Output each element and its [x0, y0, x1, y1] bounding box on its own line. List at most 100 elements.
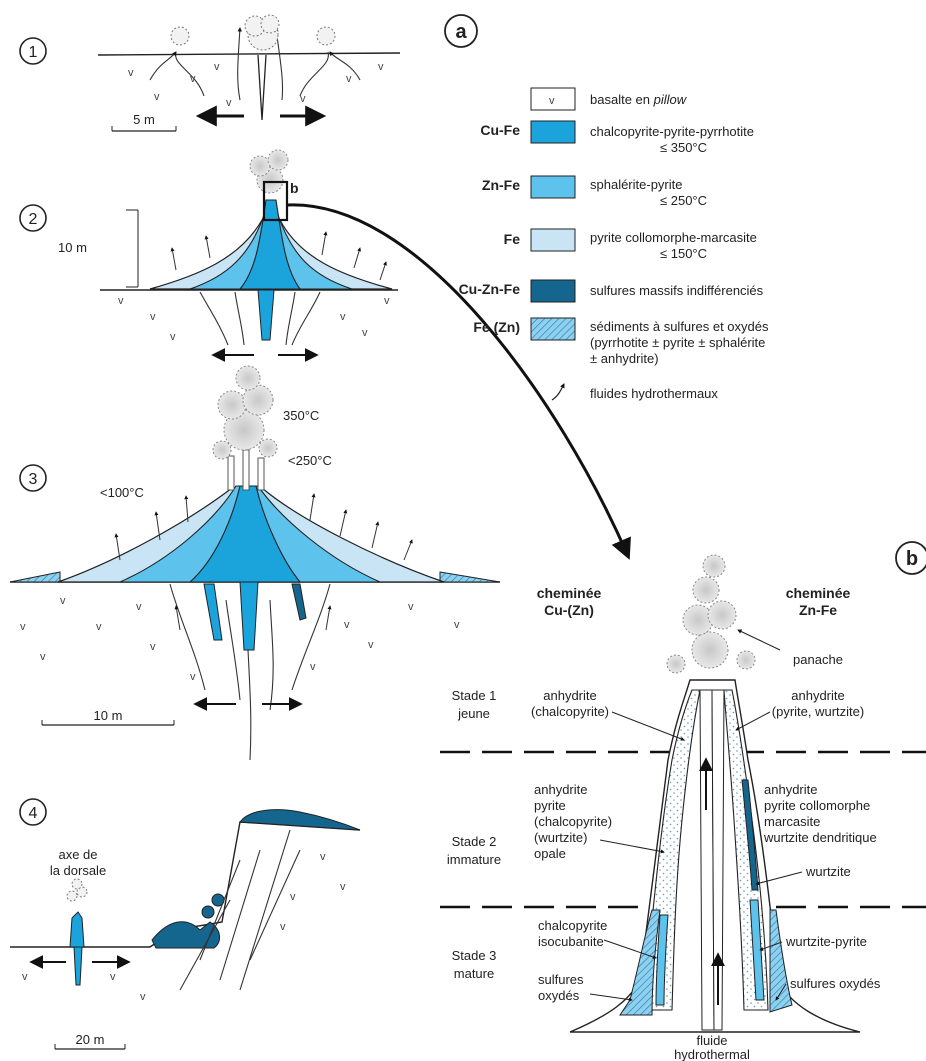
stage-2-inset-label: b [290, 180, 299, 196]
stage-4-scale: 20 m [76, 1032, 105, 1047]
legend-code-fe: Fe [504, 231, 521, 247]
left-s2-3: (chalcopyrite) [534, 814, 612, 829]
right-s3-2: sulfures oxydés [790, 976, 881, 991]
svg-text:v: v [150, 641, 156, 653]
legend-code-cu-fe: Cu-Fe [480, 122, 520, 138]
right-s2-1: anhydrite [764, 782, 817, 797]
legend-cu-fe-temp: ≤ 350°C [660, 140, 707, 155]
svg-text:v: v [226, 97, 232, 109]
stage-2-scale: 10 m [58, 240, 87, 255]
legend-zn-fe-label: sphalérite-pyrite [590, 177, 683, 192]
right-s2-2: pyrite collomorphe [764, 798, 870, 813]
stage-3-label-1: Stade 3 [452, 948, 497, 963]
left-s3-3: sulfures [538, 972, 584, 987]
stage-3-temp-250: <250°C [288, 453, 332, 468]
col-left-title-2: Cu-(Zn) [544, 602, 594, 618]
legend-code-fe-zn: Fe (Zn) [473, 319, 520, 335]
left-s3-1: chalcopyrite [538, 918, 607, 933]
stage-3-temp-100: <100°C [100, 485, 144, 500]
svg-text:v: v [408, 601, 414, 613]
stage-2-label-2: immature [447, 852, 501, 867]
svg-text:v: v [384, 295, 390, 307]
legend-fe-zn-line2: (pyrrhotite ± pyrite ± sphalérite [590, 335, 765, 350]
plume-label: panache [793, 652, 843, 667]
stage-4-axis-label-2: la dorsale [50, 863, 106, 878]
stage-3: 3 350°C <250°C <100°C vv vv [10, 366, 500, 760]
stage-1-label-2: jeune [457, 706, 490, 721]
svg-text:v: v [300, 93, 306, 105]
svg-text:v: v [454, 619, 460, 631]
left-s2-1: anhydrite [534, 782, 587, 797]
col-right-title-2: Zn-Fe [799, 602, 837, 618]
legend-fe-zn-line3: ± anhydrite) [590, 351, 659, 366]
right-s2-3: marcasite [764, 814, 820, 829]
right-s2-4: wurtzite dendritique [763, 830, 877, 845]
legend-fe-zn-label: sédiments à sulfures et oxydés [590, 319, 769, 334]
right-s3-1: wurtzite-pyrite [785, 934, 867, 949]
svg-text:v: v [60, 595, 66, 607]
panel-b-letter: b [906, 548, 918, 570]
svg-text:v: v [20, 621, 26, 633]
svg-text:v: v [344, 619, 350, 631]
stage-2-number: 2 [29, 211, 38, 228]
stage-3-scale: 10 m [94, 708, 123, 723]
svg-text:v: v [22, 971, 28, 983]
svg-text:v: v [128, 67, 134, 79]
svg-text:v: v [154, 91, 160, 103]
svg-text:v: v [310, 661, 316, 673]
svg-text:v: v [96, 621, 102, 633]
svg-text:v: v [136, 601, 142, 613]
svg-text:v: v [40, 651, 46, 663]
bottom-label-1: fluide [696, 1033, 727, 1048]
svg-text:v: v [190, 671, 196, 683]
stage-1-scale: 5 m [133, 112, 155, 127]
right-s2-wurtzite: wurtzite [805, 864, 851, 879]
legend-fluid-label: fluides hydrothermaux [590, 386, 718, 401]
legend-cu-zn-fe-label: sulfures massifs indifférenciés [590, 283, 764, 298]
svg-text:v: v [368, 639, 374, 651]
stage-4-axis-label-1: axe de [58, 847, 97, 862]
left-s2-2: pyrite [534, 798, 566, 813]
panel-b: b cheminée Cu-(Zn) cheminée Zn-Fe Stade … [440, 542, 926, 1061]
svg-text:v: v [378, 61, 384, 73]
svg-text:v: v [170, 331, 176, 343]
stage-4-number: 4 [29, 805, 38, 822]
stage-3-label-2: mature [454, 966, 494, 981]
left-s1-2: (chalcopyrite) [531, 704, 609, 719]
svg-text:v: v [549, 95, 555, 107]
legend-swatch-fe [531, 229, 575, 251]
stage-1: 1 vv vv vv vv 5 m [20, 15, 400, 131]
right-s1-2: (pyrite, wurtzite) [772, 704, 864, 719]
svg-text:v: v [362, 327, 368, 339]
stage-1-label-1: Stade 1 [452, 688, 497, 703]
panel-a-letter: a [455, 21, 467, 43]
legend-fe-temp: ≤ 150°C [660, 246, 707, 261]
legend-zn-fe-temp: ≤ 250°C [660, 193, 707, 208]
legend-swatch-zn-fe [531, 176, 575, 198]
col-right-title-1: cheminée [786, 585, 851, 601]
legend-basalt-label: basalte en pillow [590, 92, 688, 107]
left-s2-4: (wurtzite) [534, 830, 587, 845]
col-left-title-1: cheminée [537, 585, 602, 601]
svg-text:v: v [340, 881, 346, 893]
legend-swatch-cu-fe [531, 121, 575, 143]
svg-text:v: v [290, 891, 296, 903]
svg-text:v: v [140, 991, 146, 1003]
svg-text:v: v [190, 73, 196, 85]
legend-swatch-fe-zn [531, 318, 575, 340]
right-s1-1: anhydrite [791, 688, 844, 703]
stage-2-label-1: Stade 2 [452, 834, 497, 849]
svg-text:v: v [214, 61, 220, 73]
left-s1-1: anhydrite [543, 688, 596, 703]
legend-fluid-arrow-icon [552, 384, 564, 400]
left-s3-2: isocubanite [538, 934, 604, 949]
svg-text:v: v [340, 311, 346, 323]
legend-code-zn-fe: Zn-Fe [482, 177, 520, 193]
svg-text:v: v [280, 921, 286, 933]
stage-1-number: 1 [29, 44, 38, 61]
left-s2-5: opale [534, 846, 566, 861]
svg-text:v: v [110, 971, 116, 983]
